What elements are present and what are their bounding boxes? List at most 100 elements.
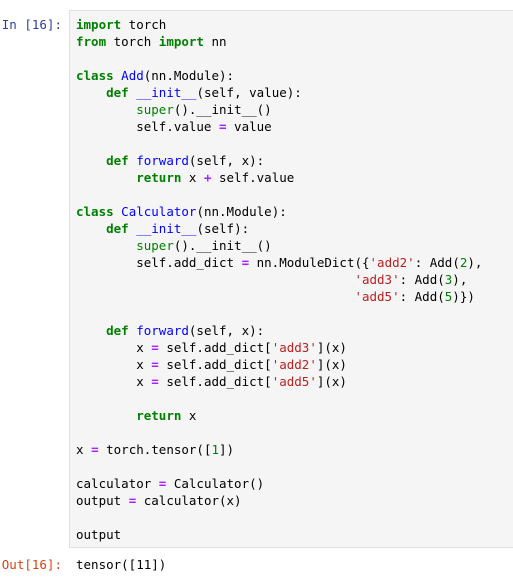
code-token: ](x)	[316, 357, 347, 372]
cell-output: tensor([11])	[76, 557, 167, 572]
code-token: super	[136, 102, 174, 117]
code-token	[76, 221, 106, 236]
code-token: ])	[219, 442, 235, 457]
code-token: 5	[444, 289, 453, 304]
code-token: value	[226, 119, 272, 134]
code-line: def forward(self, x):	[76, 322, 482, 339]
code-token: class	[76, 68, 114, 83]
code-token: 'add3'	[354, 272, 400, 287]
code-token	[76, 102, 136, 117]
code-cell[interactable]	[69, 10, 513, 548]
code-line: def __init__(self):	[76, 220, 482, 237]
code-line: def forward(self, x):	[76, 152, 482, 169]
code-token: ](x)	[316, 374, 347, 389]
code-token: x	[76, 374, 152, 389]
code-line: 'add5': Add(5)})	[76, 288, 482, 305]
code-token: =	[151, 374, 159, 389]
code-token: super	[136, 238, 174, 253]
code-token: output	[76, 493, 129, 508]
code-token: torch	[106, 34, 159, 49]
code-token: x	[181, 408, 197, 423]
code-token: Add	[121, 68, 144, 83]
code-line: x = self.add_dict['add2'](x)	[76, 356, 482, 373]
code-token	[76, 170, 136, 185]
output-prompt: Out[16]:	[1, 557, 62, 572]
code-token: 'add2'	[369, 255, 415, 270]
code-token: calculator	[76, 476, 159, 491]
code-token: ),	[452, 272, 468, 287]
code-token: torch	[121, 17, 167, 32]
code-line: super().__init__()	[76, 101, 482, 118]
code-token: forward	[136, 153, 189, 168]
code-token: x	[76, 442, 92, 457]
code-token: import	[158, 34, 204, 49]
code-line: return x	[76, 407, 482, 424]
code-token	[76, 289, 354, 304]
code-token: (nn.Module):	[143, 68, 235, 83]
code-token: __init__	[136, 85, 197, 100]
code-token	[76, 272, 354, 287]
code-token: (self):	[196, 221, 250, 236]
code-token: def	[106, 221, 129, 236]
code-line	[76, 424, 482, 441]
code-token: Calculator	[121, 204, 197, 219]
code-token: =	[91, 442, 99, 457]
code-line: import torch	[76, 16, 482, 33]
code-line: output	[76, 526, 482, 543]
code-token	[76, 85, 106, 100]
code-token: self.value	[76, 119, 219, 134]
code-line: x = torch.tensor([1])	[76, 441, 482, 458]
code-line	[76, 509, 482, 526]
code-token: torch.tensor([	[98, 442, 212, 457]
code-token: return	[136, 408, 182, 423]
code-line	[76, 305, 482, 322]
code-token: (self, value):	[196, 85, 302, 100]
code-line	[76, 135, 482, 152]
code-token: from	[76, 34, 107, 49]
code-line: return x + self.value	[76, 169, 482, 186]
code-token: 1	[211, 442, 220, 457]
code-line: class Calculator(nn.Module):	[76, 203, 482, 220]
code-token: calculator(x)	[136, 493, 242, 508]
code-line: from torch import nn	[76, 33, 482, 50]
code-token: x	[76, 357, 152, 372]
code-token: 3	[444, 272, 453, 287]
code-token: (self, x):	[188, 153, 265, 168]
code-token: 'add3'	[271, 340, 317, 355]
code-token: class	[76, 204, 114, 219]
code-token: 'add2'	[271, 357, 317, 372]
code-token: import	[76, 17, 122, 32]
code-token: =	[241, 255, 250, 270]
code-line: def __init__(self, value):	[76, 84, 482, 101]
code-token: forward	[136, 323, 189, 338]
code-line: class Add(nn.Module):	[76, 67, 482, 84]
code-token: 'add5'	[271, 374, 317, 389]
code-token: def	[106, 85, 129, 100]
code-token: x	[76, 340, 152, 355]
code-line: self.add_dict = nn.ModuleDict({'add2': A…	[76, 254, 482, 271]
code-token	[76, 153, 106, 168]
code-token: ().__init__()	[173, 102, 272, 117]
code-line: output = calculator(x)	[76, 492, 482, 509]
code-line: super().__init__()	[76, 237, 482, 254]
code-token: (nn.Module):	[196, 204, 287, 219]
code-token: : Add(	[399, 289, 445, 304]
code-token: __init__	[136, 221, 197, 236]
code-token: self.add_dict[	[158, 340, 272, 355]
code-token: self.add_dict[	[158, 374, 272, 389]
code-line: x = self.add_dict['add5'](x)	[76, 373, 482, 390]
code-token	[76, 238, 136, 253]
code-token	[76, 323, 106, 338]
code-token: )})	[452, 289, 475, 304]
code-token: self.add_dict	[76, 255, 242, 270]
code-token: x	[181, 170, 204, 185]
code-token	[76, 408, 136, 423]
code-line: 'add3': Add(3),	[76, 271, 482, 288]
code-token: : Add(	[414, 255, 460, 270]
code-token: =	[158, 476, 167, 491]
code-token: self.value	[211, 170, 295, 185]
code-token: return	[136, 170, 182, 185]
code-token: (self, x):	[188, 323, 265, 338]
